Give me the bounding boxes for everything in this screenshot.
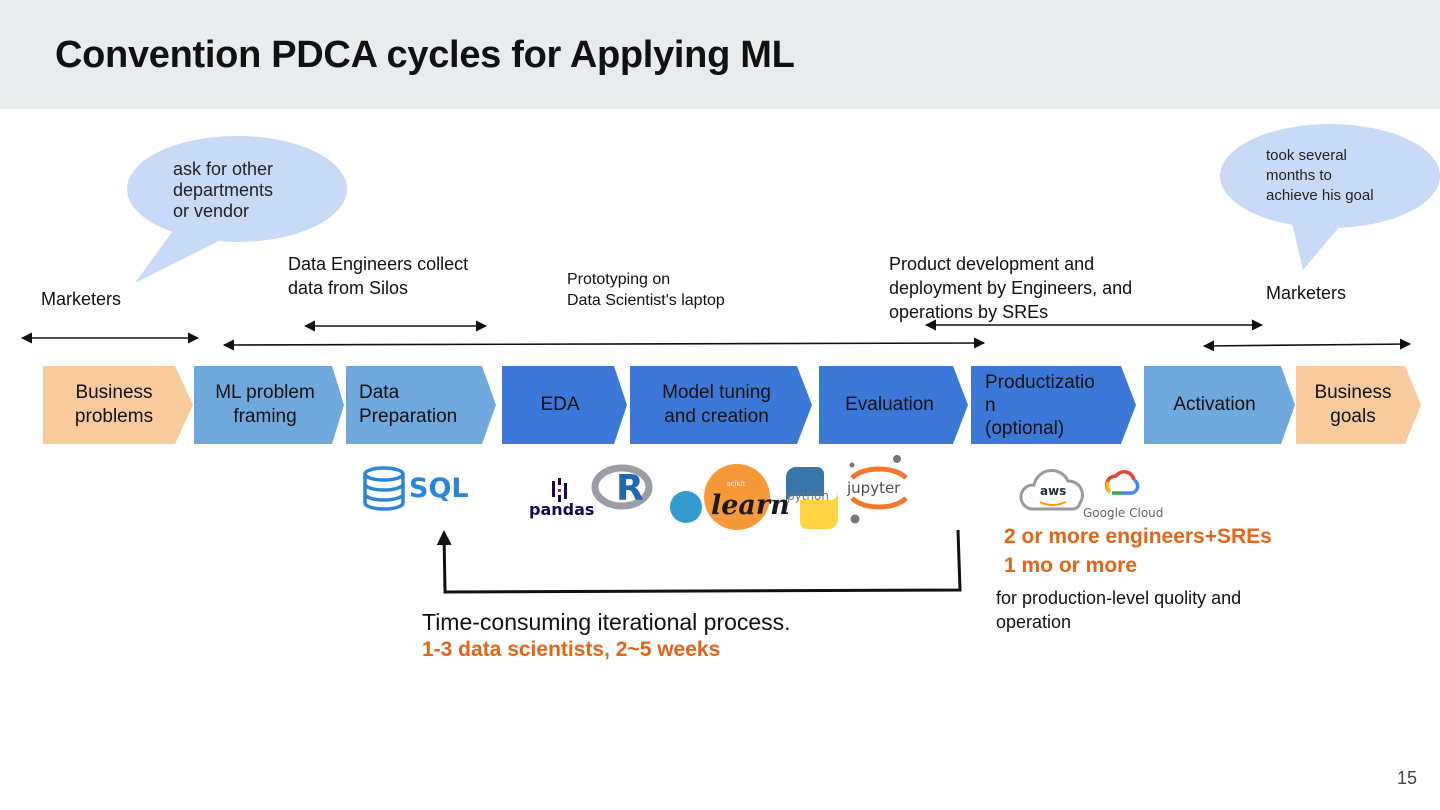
bubble-left <box>127 136 347 283</box>
sklearn-small-text: scikit <box>727 480 746 488</box>
r-icon <box>591 464 653 510</box>
google-cloud-logo-text: Google Cloud <box>1083 506 1164 520</box>
step-activation: Activation <box>1173 394 1256 415</box>
pandas-icon <box>552 478 567 502</box>
step-chevron-8 <box>1144 366 1295 444</box>
python-logo-text: python <box>787 489 829 503</box>
step-chevron-2 <box>194 366 344 444</box>
step-chevron-3 <box>346 366 496 444</box>
sql-icon <box>363 466 405 511</box>
r-logo-text: R <box>616 468 644 509</box>
iteration-loop-arrow <box>436 529 962 594</box>
step-chevron-9 <box>1296 366 1421 444</box>
python-icon <box>785 466 839 530</box>
slide-title: Convention PDCA cycles for Applying ML <box>55 34 795 76</box>
step-chevron-4 <box>502 366 627 444</box>
pandas-logo-text: pandas <box>529 500 595 519</box>
step-chevron-5 <box>630 366 812 444</box>
step-evaluation: Evaluation <box>845 394 934 415</box>
step-chevron-6 <box>819 366 968 444</box>
label-marketers-right: Marketers <box>1266 283 1347 303</box>
step-chevron-7 <box>971 366 1136 444</box>
arrow-marketers-right <box>1202 338 1412 352</box>
bubble-right <box>1220 124 1440 270</box>
step-chevron-1 <box>43 366 193 444</box>
production-people: 2 or more engineers+SREs <box>1004 525 1272 548</box>
jupyter-icon <box>849 455 908 524</box>
page-number: 15 <box>1396 768 1417 788</box>
aws-logo-text: aws <box>1040 484 1067 498</box>
sklearn-logo-text: learn <box>711 490 790 521</box>
aws-icon <box>1019 469 1084 511</box>
arrow-prototyping <box>222 337 986 351</box>
production-duration: 1 mo or more <box>1004 554 1138 577</box>
title-bar <box>0 0 1440 109</box>
sklearn-icon <box>670 464 770 530</box>
step-eda: EDA <box>540 394 580 415</box>
jupyter-logo-text: jupyter <box>847 479 901 497</box>
sql-logo-text: SQL <box>409 473 469 504</box>
iteration-effort: 1-3 data scientists, 2~5 weeks <box>422 638 721 661</box>
label-marketers-left: Marketers <box>41 289 122 309</box>
iteration-text: Time-consuming iterational process. <box>422 609 791 635</box>
google-cloud-icon <box>1104 470 1140 495</box>
